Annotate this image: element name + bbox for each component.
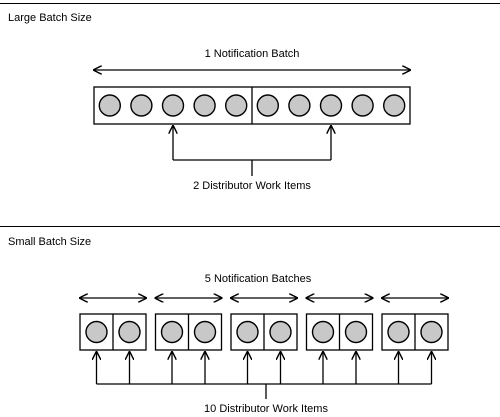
work-items-label-large: 2 Distributor Work Items — [193, 180, 311, 192]
section-divider-large — [0, 3, 500, 4]
batch-label-large: 1 Notification Batch — [204, 48, 300, 60]
notification-item — [236, 320, 259, 344]
work-items-label-small: 10 Distributor Work Items — [204, 403, 328, 415]
notification-item — [98, 94, 122, 117]
notification-item — [344, 320, 368, 344]
notification-item — [420, 320, 443, 344]
batch-label-small: 5 Notification Batches — [204, 273, 312, 285]
notification-item — [387, 320, 410, 344]
notification-item — [311, 320, 335, 344]
notification-item — [224, 94, 248, 117]
notification-item — [160, 320, 184, 344]
notification-item — [118, 320, 141, 344]
notification-item — [383, 94, 406, 117]
notification-item — [193, 320, 217, 344]
notification-item — [351, 94, 374, 117]
notification-item — [161, 94, 185, 117]
section-divider-small — [0, 226, 500, 227]
notification-item — [130, 94, 153, 117]
small-batch-diagram — [80, 298, 448, 399]
notification-item — [269, 320, 292, 344]
section-title-small: Small Batch Size — [8, 236, 92, 248]
notification-item — [288, 94, 311, 117]
notification-item — [85, 320, 108, 344]
notification-item — [256, 94, 279, 117]
section-title-large: Large Batch Size — [8, 12, 92, 24]
large-batch-diagram — [94, 70, 410, 176]
notification-item — [193, 94, 216, 117]
notification-item — [319, 94, 343, 117]
